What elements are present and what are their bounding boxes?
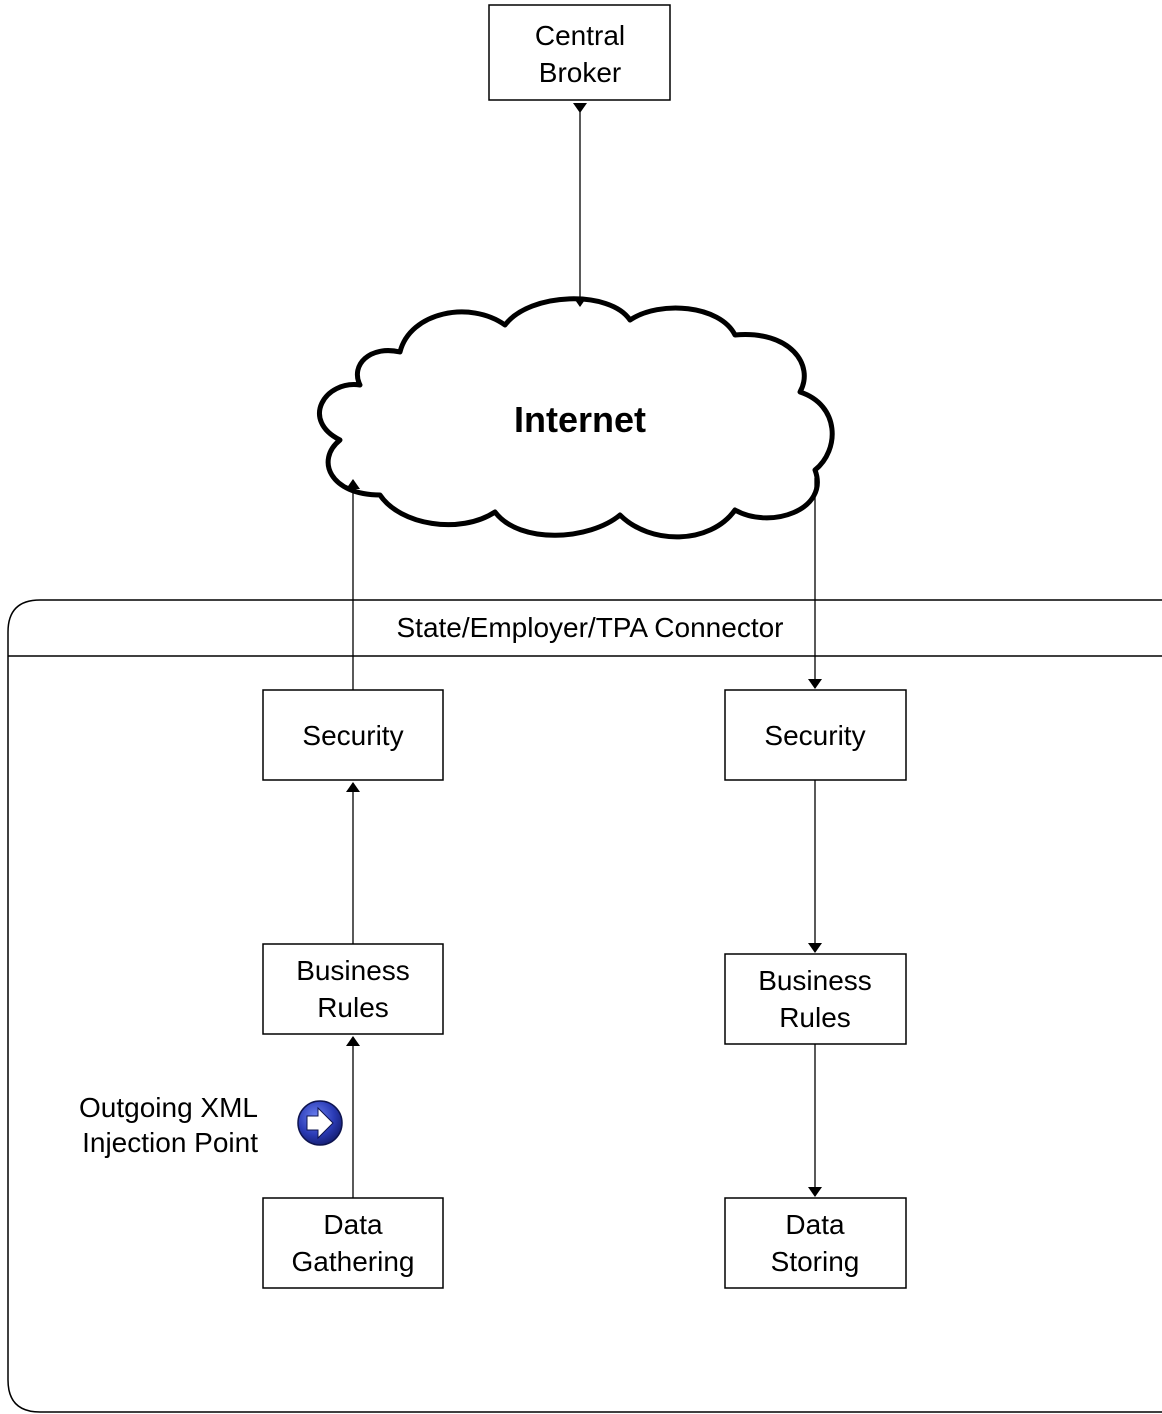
- connector-title: State/Employer/TPA Connector: [397, 612, 784, 643]
- left-business-rules-line2: Rules: [317, 992, 389, 1023]
- data-storing-line2: Storing: [771, 1246, 860, 1277]
- central-broker-label-line2: Broker: [539, 57, 621, 88]
- left-security-label: Security: [302, 720, 403, 751]
- data-storing-box: Data Storing: [724, 1197, 907, 1289]
- data-gathering-line1: Data: [323, 1209, 383, 1240]
- left-security-box: Security: [262, 689, 444, 781]
- right-business-rules-box: Business Rules: [724, 953, 907, 1045]
- connector-container: State/Employer/TPA Connector: [7, 599, 1162, 1413]
- arrow-right-circle-icon: [297, 1100, 343, 1146]
- data-gathering-box: Data Gathering: [262, 1197, 444, 1289]
- internet-cloud: Internet: [317, 296, 835, 540]
- central-broker-box: Central Broker: [488, 4, 671, 101]
- injection-point-line2: Injection Point: [82, 1127, 258, 1158]
- central-broker-label-line1: Central: [535, 20, 625, 51]
- left-business-rules-box: Business Rules: [262, 943, 444, 1035]
- injection-point: Outgoing XML Injection Point: [79, 1092, 343, 1158]
- cloud-label: Internet: [514, 399, 646, 440]
- data-gathering-line2: Gathering: [292, 1246, 415, 1277]
- right-business-rules-line1: Business: [758, 965, 872, 996]
- injection-point-line1: Outgoing XML: [79, 1092, 258, 1123]
- data-storing-line1: Data: [785, 1209, 845, 1240]
- right-security-box: Security: [724, 689, 907, 781]
- right-business-rules-line2: Rules: [779, 1002, 851, 1033]
- left-business-rules-line1: Business: [296, 955, 410, 986]
- right-security-label: Security: [764, 720, 865, 751]
